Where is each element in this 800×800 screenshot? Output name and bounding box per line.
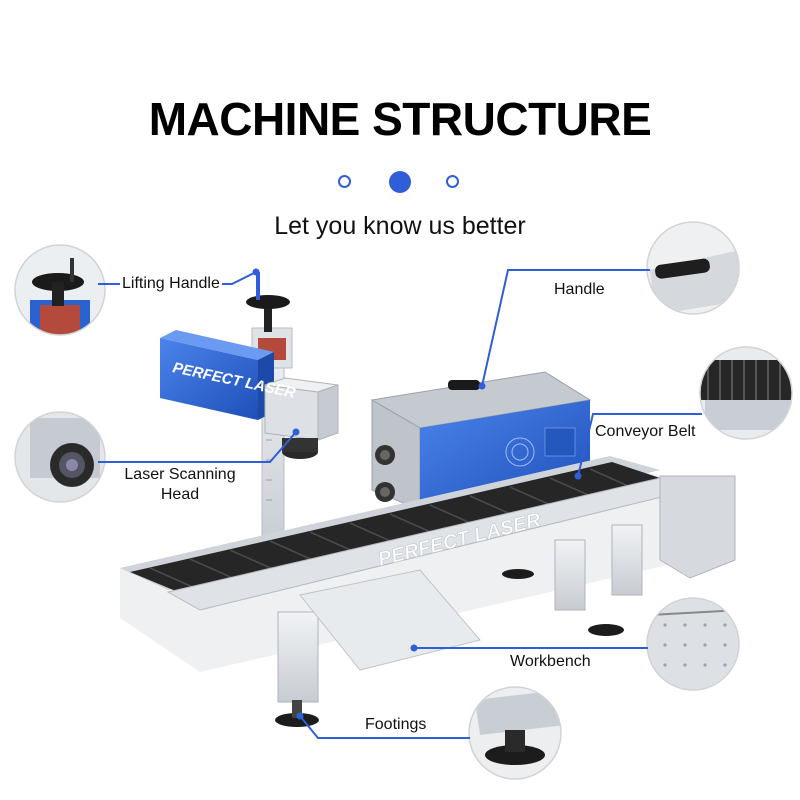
detail-laser-head: [15, 412, 105, 502]
label-conveyor-belt: Conveyor Belt: [593, 422, 698, 442]
callout-line-handle: [481, 269, 650, 387]
detail-handle: [647, 222, 739, 314]
callout-line-laser-head: [98, 431, 297, 463]
page-title: MACHINE STRUCTURE: [148, 93, 652, 145]
page-subtitle: Let you know us better: [274, 212, 526, 240]
detail-lifting-handle: [15, 245, 105, 335]
detail-conveyor-belt: [700, 347, 792, 439]
label-laser-scanning-head: Laser Scanning Head: [116, 465, 244, 505]
carousel-dot-left: [338, 175, 351, 188]
machine-body: PERFECT LASER: [120, 272, 736, 727]
detail-footings: [469, 687, 561, 779]
carousel-dot-active: [389, 171, 411, 193]
label-footings: Footings: [365, 716, 427, 733]
label-workbench: Workbench: [510, 653, 591, 670]
label-laser-scanning-head-line1: Laser Scanning: [124, 466, 236, 483]
callout-line-conveyor: [577, 413, 702, 477]
detail-workbench: [647, 598, 739, 690]
label-handle: Handle: [554, 281, 605, 298]
carousel-dot-right: [446, 175, 459, 188]
callout-dots: [252, 268, 582, 720]
label-lifting-handle: Lifting Handle: [120, 274, 222, 294]
callout-lines: [98, 269, 702, 739]
carousel-dots: [0, 171, 800, 193]
label-laser-scanning-head-line2: Head: [160, 486, 200, 503]
callout-line-footings: [299, 715, 470, 739]
